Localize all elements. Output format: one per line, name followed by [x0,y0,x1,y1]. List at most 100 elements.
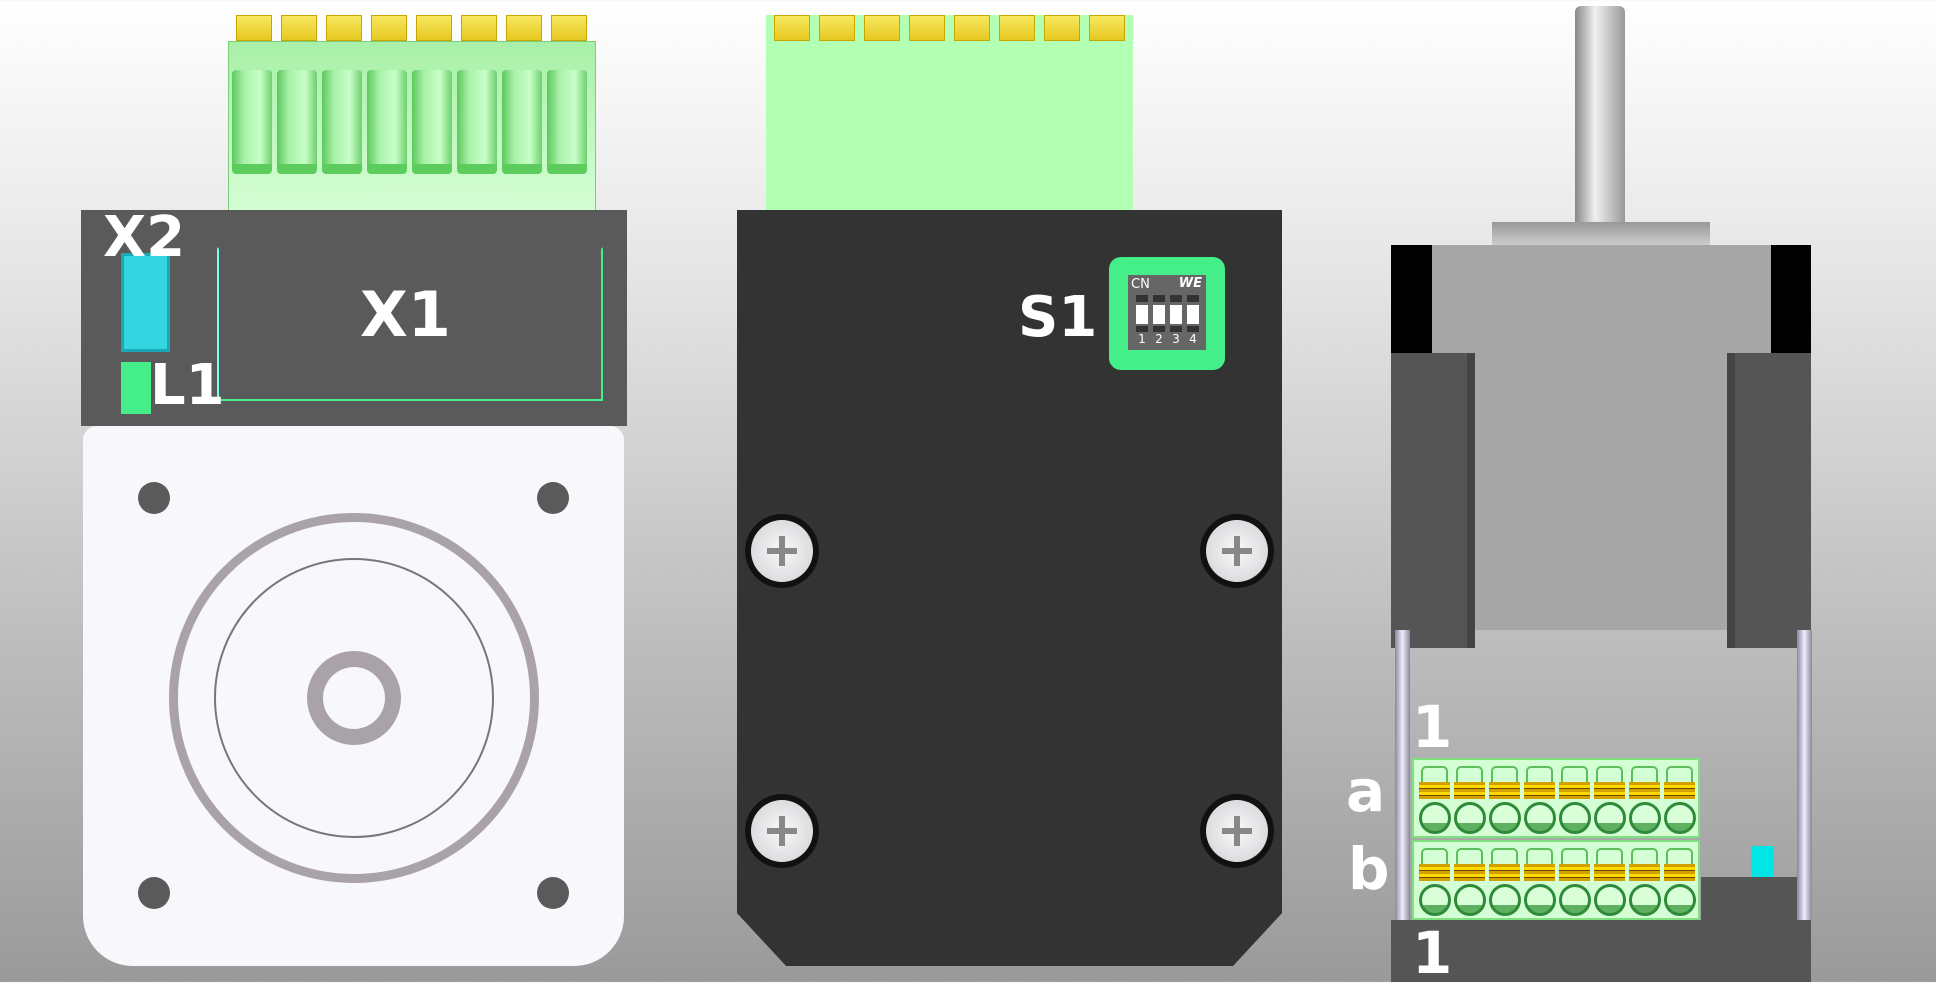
terminal-cell [1522,760,1557,838]
wire-slot [322,70,362,174]
mount-hole [138,482,170,514]
x1-outline [217,247,603,401]
connector-pin-row [774,15,1134,41]
dip-lever [1170,295,1182,302]
dip-position-number: 4 [1189,332,1197,346]
terminal-cell [1452,842,1487,920]
connector-pin [416,15,452,41]
mount-hole [537,482,569,514]
terminal-block-b [1412,840,1700,920]
dip-lever [1187,326,1199,332]
dip-toggle [1136,305,1148,324]
bottom-plate [1391,920,1811,982]
connector-top [766,15,1133,210]
tie-rod [1797,630,1812,920]
connector-pin [551,15,587,41]
dip-toggle [1187,305,1199,324]
tie-rod [1395,630,1410,920]
terminal-cell [1662,760,1697,838]
pin1-top-label: 1 [1412,693,1453,761]
x2-label: X2 [103,205,186,270]
s1-label: S1 [1018,285,1098,350]
dip-lever [1136,326,1148,332]
connector-pin [1044,15,1080,41]
flange-ring [169,513,539,883]
x1-label: X1 [360,278,451,351]
pin1-bottom-label: 1 [1412,919,1453,987]
connector-pin [774,15,810,41]
row-a-cells [1414,760,1698,838]
corner-block [1771,245,1811,353]
dip-position-number: 1 [1138,332,1146,346]
connector-pin [864,15,900,41]
front-view: X1 X2 L1 [0,0,640,982]
connector-pin [999,15,1035,41]
dip-lever [1136,295,1148,302]
connector-pin [909,15,945,41]
x1-connector [228,15,596,226]
row-b-label: b [1348,835,1390,903]
shaft-collar [1492,222,1710,245]
connector-pin [506,15,542,41]
row-b-cells [1414,842,1698,920]
wire-slot [277,70,317,174]
terminal-cell [1662,842,1697,920]
dip-toggle [1153,305,1165,324]
terminal-cell [1417,760,1452,838]
screw-icon [1200,514,1274,588]
screw-icon [1200,794,1274,868]
terminal-cell [1627,760,1662,838]
side-fin [1727,353,1811,648]
connector-pin [281,15,317,41]
dip-lever [1170,326,1182,332]
wire-slot [367,70,407,174]
l1-label: L1 [150,353,225,418]
hub-hole [323,667,385,729]
dip-lever [1153,295,1165,302]
connector-pin [954,15,990,41]
motor-shaft [1575,6,1625,226]
small-board [1701,877,1797,920]
screw-icon [745,514,819,588]
terminal-cell [1487,760,1522,838]
connector-pin [236,15,272,41]
connector-pin [819,15,855,41]
terminal-cell [1487,842,1522,920]
terminal-cell [1522,842,1557,920]
side-view: 1 a b 1 [1346,0,1936,987]
brand-logo: WE [1178,276,1202,291]
terminal-cell [1452,760,1487,838]
row-a-label: a [1346,757,1386,825]
dip-position-number: 3 [1172,332,1180,346]
dip-lever [1187,295,1199,302]
status-led [1751,846,1774,877]
l1-led [121,362,151,414]
terminal-cell [1627,842,1662,920]
dip-marking: CN [1131,277,1150,292]
x2-connector [121,253,170,352]
connector-pin [1089,15,1125,41]
dip-position-number: 2 [1155,332,1163,346]
pilot-ring [214,558,494,838]
terminal-cell [1592,760,1627,838]
corner-block [1391,245,1432,353]
connector-slots [232,70,592,180]
terminal-cell [1592,842,1627,920]
connector-pin [371,15,407,41]
connector-pin [461,15,497,41]
wire-slot [502,70,542,174]
control-board [81,210,627,426]
mount-hole [537,877,569,909]
connector-pin [326,15,362,41]
terminal-cell [1557,760,1592,838]
wire-slot [547,70,587,174]
dip-toggle [1170,305,1182,324]
terminal-cell [1417,842,1452,920]
side-fin [1391,353,1475,648]
wire-slot [412,70,452,174]
dip-lever [1153,326,1165,332]
